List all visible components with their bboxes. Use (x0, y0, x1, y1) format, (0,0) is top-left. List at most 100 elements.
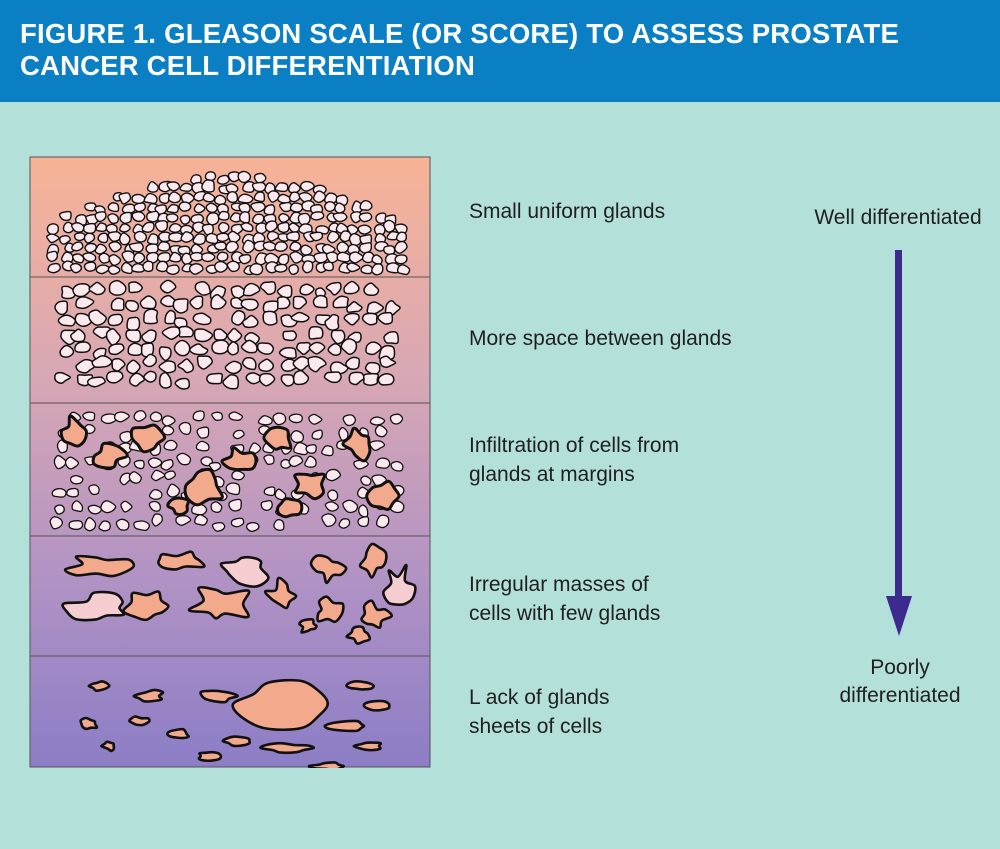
spaced-gland (276, 296, 291, 310)
spaced-gland (329, 361, 349, 375)
small-gland (191, 503, 208, 516)
small-gland (313, 251, 329, 264)
small-gland (192, 410, 205, 422)
gleason-stage-illustration (29, 156, 431, 768)
small-gland (274, 182, 289, 193)
infiltrating-mass (183, 467, 224, 507)
small-gland (179, 182, 193, 192)
spaced-gland (312, 294, 328, 309)
small-gland (286, 231, 300, 242)
small-gland (360, 475, 372, 486)
small-gland (242, 239, 256, 254)
poorly-differentiated-line-1: Poorly (870, 656, 930, 679)
small-gland (214, 194, 227, 206)
spaced-gland (292, 356, 311, 372)
spaced-gland (88, 281, 106, 296)
small-gland (369, 416, 386, 426)
small-gland (237, 193, 254, 204)
spaced-gland (126, 359, 141, 375)
infiltrating-mass (293, 472, 327, 501)
spaced-gland (363, 282, 380, 297)
small-gland (119, 472, 132, 486)
spaced-gland (105, 328, 121, 347)
small-gland (373, 223, 386, 237)
small-gland (348, 232, 362, 247)
small-gland (115, 518, 130, 531)
small-gland (394, 240, 408, 255)
small-gland (238, 254, 252, 265)
small-gland (361, 251, 375, 264)
small-gland (210, 501, 223, 513)
spaced-gland (256, 342, 275, 355)
spaced-gland (189, 295, 204, 310)
spaced-gland (124, 299, 140, 312)
small-gland (346, 262, 361, 273)
small-gland (230, 517, 245, 528)
irregular-mass (263, 576, 298, 610)
stage-4-line-1: Irregular masses of (469, 573, 649, 596)
small-gland (71, 241, 84, 252)
small-gland (189, 251, 205, 262)
well-differentiated-label: Well differentiated (814, 206, 982, 229)
small-gland (360, 264, 374, 275)
spaced-gland (361, 312, 378, 326)
small-gland (83, 517, 97, 532)
small-gland (54, 504, 65, 515)
cell-sheet (345, 679, 376, 691)
small-gland (87, 504, 103, 515)
irregular-mass (345, 625, 372, 645)
small-gland (245, 522, 260, 533)
small-gland (189, 263, 204, 275)
irregular-mass (358, 542, 388, 579)
cell-sheet (79, 716, 99, 731)
spaced-gland (345, 356, 361, 370)
small-gland (133, 252, 146, 264)
small-gland (84, 242, 98, 254)
spaced-gland (308, 341, 326, 355)
spaced-gland (177, 358, 194, 374)
small-gland (277, 221, 290, 233)
small-gland (382, 219, 396, 233)
small-gland (169, 251, 182, 263)
small-gland (324, 501, 339, 512)
spaced-gland (110, 297, 125, 312)
small-gland (97, 232, 109, 244)
spaced-gland (332, 295, 349, 309)
small-gland (179, 214, 191, 225)
small-gland (375, 457, 391, 469)
spaced-gland (126, 316, 141, 332)
small-gland (208, 461, 222, 472)
spaced-gland (346, 300, 363, 313)
irregular-mass (63, 554, 136, 578)
small-gland (357, 224, 372, 235)
spaced-gland (160, 294, 178, 308)
spaced-gland (59, 344, 75, 358)
spaced-gland (241, 356, 257, 371)
small-gland (196, 426, 210, 439)
small-gland (326, 230, 340, 244)
small-gland (73, 232, 86, 242)
figure-header: FIGURE 1. GLEASON SCALE (OR SCORE) TO AS… (0, 0, 1000, 102)
spaced-gland (107, 313, 124, 327)
spaced-gland (75, 358, 96, 374)
small-gland (358, 212, 373, 223)
small-gland (58, 210, 72, 222)
spaced-gland (343, 312, 360, 326)
small-gland (266, 230, 280, 242)
small-gland (94, 211, 107, 223)
small-gland (157, 251, 171, 263)
small-gland (311, 429, 323, 440)
small-gland (161, 415, 176, 427)
spaced-gland (240, 298, 259, 311)
small-gland (133, 520, 151, 532)
small-gland (49, 516, 64, 530)
stage-3-description: Infiltration of cells from glands at mar… (469, 431, 679, 489)
spaced-gland (174, 377, 191, 390)
small-gland (216, 174, 230, 185)
small-gland (145, 243, 159, 255)
small-gland (226, 260, 240, 273)
small-gland (277, 253, 290, 266)
spaced-gland (172, 298, 189, 314)
cell-sheet (362, 699, 391, 712)
small-gland (371, 263, 384, 276)
